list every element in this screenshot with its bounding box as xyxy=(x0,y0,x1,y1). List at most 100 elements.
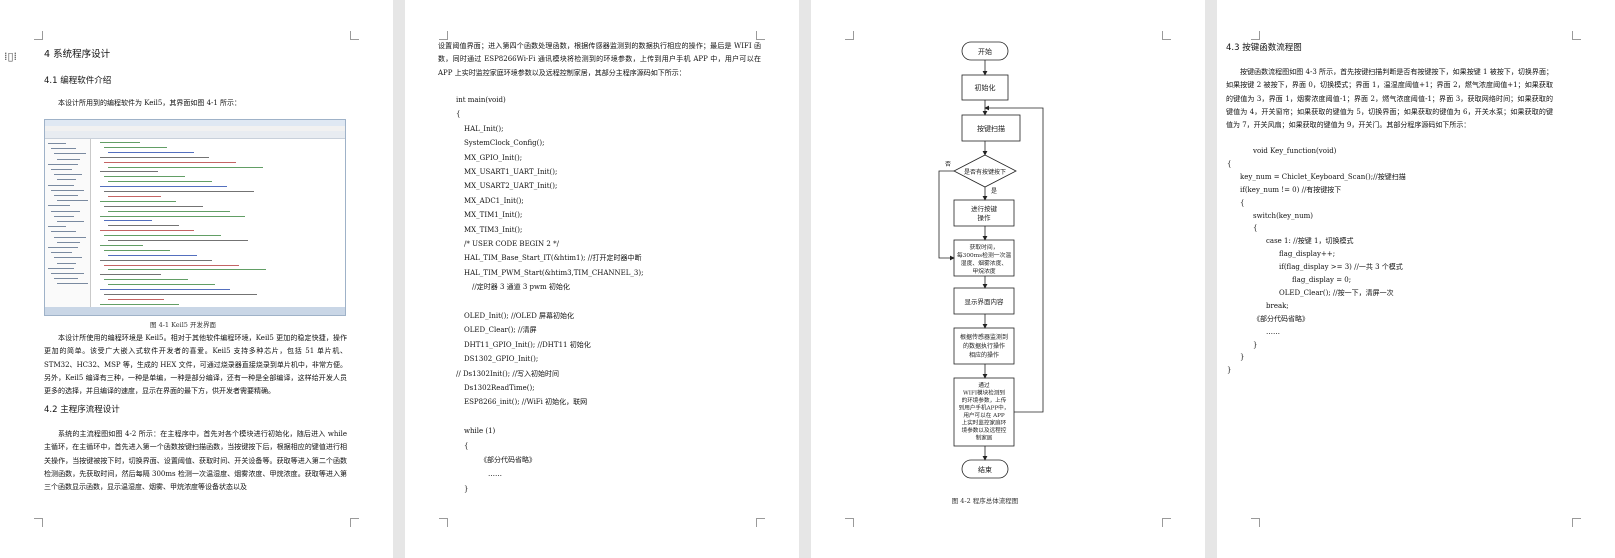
keil5-screenshot xyxy=(44,119,346,316)
handle-box xyxy=(953,327,1015,365)
code-editor-line xyxy=(108,240,248,241)
chapter-heading: 4 系统程序设计 xyxy=(44,49,111,60)
project-tree-line xyxy=(57,283,88,285)
flow-detect-line3: 湿度、烟雾浓度、 xyxy=(961,259,1007,267)
code-line: void Key_function(void) xyxy=(1253,147,1337,155)
flow-wifi-line3: 的环境参数，上传 xyxy=(962,396,1007,404)
code-editor-line xyxy=(108,254,197,256)
project-tree-line xyxy=(48,143,66,144)
figure-caption-4-1: 图 4-1 Keil5 开发界面 xyxy=(150,321,216,329)
project-tree-line xyxy=(54,278,78,280)
project-tree-line xyxy=(51,169,72,170)
code-editor-line xyxy=(104,176,185,178)
code-editor-line xyxy=(108,298,164,300)
code-line: MX_TIM3_Init(); xyxy=(464,225,523,234)
project-tree-line xyxy=(54,257,82,259)
section-heading-key: 4.3 按键函数流程图 xyxy=(1226,43,1302,53)
flow-handle-line1: 根据传感器监测到 xyxy=(960,333,1008,341)
project-tree-line xyxy=(51,273,84,274)
code-line: OLED_Clear(); //按一下，清屏一次 xyxy=(1279,288,1394,297)
project-tree-line xyxy=(54,215,74,217)
project-tree-line xyxy=(57,200,88,202)
flow-start-label: 开始 xyxy=(978,47,992,56)
flow-end-label: 结束 xyxy=(978,465,992,474)
code-editor-line xyxy=(100,215,245,217)
crop-mark xyxy=(439,31,448,40)
project-tree-panel xyxy=(45,139,91,307)
code-editor-line xyxy=(104,235,221,237)
project-tree-line xyxy=(57,241,80,243)
code-editor-line xyxy=(104,220,152,222)
project-tree-line xyxy=(54,174,82,176)
crop-mark xyxy=(1162,31,1171,40)
flow-paragraph: 系统的主流程图如图 4-2 所示：在主程序中，首先对各个模块进行初始化，随后进入… xyxy=(44,430,347,492)
code-editor-line xyxy=(104,279,188,281)
key-function-paragraph: 按键函数流程图如图 4-3 所示，首先按键扫描判断是否有按键按下，如果按键 1 … xyxy=(1226,68,1553,130)
code-line: 《部分代码省略》 xyxy=(480,456,536,464)
flow-wifi-line6: 上实时监控家庭环 xyxy=(962,419,1007,427)
code-editor-line xyxy=(100,171,158,173)
code-line: key_num = Chiclet_Keyboard_Scan();//按键扫描 xyxy=(1240,172,1406,181)
project-tree-line xyxy=(48,267,74,269)
crop-mark xyxy=(1251,31,1260,40)
project-tree-line xyxy=(54,153,86,155)
code-line: } xyxy=(1253,340,1258,349)
crop-mark xyxy=(845,31,854,40)
flow-decision-label: 是否有按键按下 xyxy=(964,168,1006,176)
section-heading-flow: 4.2 主程序流程设计 xyxy=(44,405,120,415)
crop-mark xyxy=(439,518,448,527)
page-navigation-icon[interactable]: ⁞▯⁞ xyxy=(4,50,18,63)
code-line: MX_USART2_UART_Init(); xyxy=(464,182,558,191)
code-line: break; xyxy=(1266,301,1289,310)
code-editor-line xyxy=(100,200,176,202)
flow-detect-line1: 获取时间， xyxy=(970,243,999,251)
section-heading-software: 4.1 编程软件介绍 xyxy=(44,76,112,86)
intro-text: 本设计所用到的编程软件为 Keil5，其界面如图 4-1 所示： xyxy=(58,99,242,107)
code-editor-panel xyxy=(92,139,345,307)
code-line: HAL_TIM_Base_Start_IT(&htim1); //打开定时器中断 xyxy=(464,254,642,263)
flow-display-label: 显示界面内容 xyxy=(965,297,1005,306)
code-line: …… xyxy=(1266,327,1280,336)
code-editor-line xyxy=(100,142,140,143)
code-editor-line xyxy=(100,156,209,158)
code-line: { xyxy=(1240,198,1245,207)
crop-mark xyxy=(1251,518,1260,527)
flow-no-label: 否 xyxy=(945,161,951,168)
code-editor-line xyxy=(104,264,239,266)
code-editor-line xyxy=(100,303,179,305)
flow-wifi-line7: 境参数以及远程控 xyxy=(962,426,1007,434)
flow-wifi-line8: 制家居 xyxy=(976,434,993,442)
code-line: } xyxy=(1240,353,1245,362)
project-tree-line xyxy=(51,148,76,150)
code-line: MX_GPIO_Init(); xyxy=(464,153,523,162)
project-tree-line xyxy=(51,252,72,254)
flow-wifi-line5: 用户可以在 APP xyxy=(963,411,1005,419)
code-line: } xyxy=(464,484,469,493)
code-line: { xyxy=(1227,159,1232,168)
code-line: } xyxy=(1227,366,1232,375)
project-tree-line xyxy=(48,163,78,165)
keil-paragraph: 本设计所使用的编程环境是 Keil5。相对于其他软件编程环境，Keil5 更加的… xyxy=(44,334,347,396)
project-tree-line xyxy=(54,195,78,196)
code-editor-line xyxy=(108,166,263,168)
project-tree-line xyxy=(48,205,70,207)
program-flowchart: 开始 初始化 按键扫描 是否有按键按下 否 是 进行按键 操作 获取时间， 每3… xyxy=(938,41,1044,505)
code-line: //定时器 3 通道 3 pwm 初始化 xyxy=(472,283,570,292)
document-page-4: 4.3 按键函数流程图 按键函数流程图如图 4-3 所示，首先按键扫描判断是否有… xyxy=(1217,0,1615,558)
flow-wifi-line1: 通过 xyxy=(978,381,990,389)
project-tree-line xyxy=(48,226,66,228)
crop-mark xyxy=(34,31,43,40)
flow-init-label: 初始化 xyxy=(975,83,996,92)
flow-yes-label: 是 xyxy=(991,188,997,195)
crop-mark xyxy=(845,518,854,527)
document-page-2: 设置阈值界面；进入第四个函数处理函数，根据传感器监测到的数据执行相应的操作；最后… xyxy=(405,0,799,558)
code-editor-line xyxy=(108,269,266,271)
code-line: MX_TIM1_Init(); xyxy=(464,211,523,220)
project-tree-line xyxy=(48,184,74,186)
project-tree-line xyxy=(51,210,80,212)
flow-key-action-line2: 操作 xyxy=(978,213,992,222)
code-line: DHT11_GPIO_Init(); //DHT11 初始化 xyxy=(464,340,591,349)
code-line: ESP8266_init(); //WiFi 初始化，联网 xyxy=(464,398,588,407)
flow-key-action-line1: 进行按键 xyxy=(971,204,998,213)
code-line: if(key_num != 0) //有按键按下 xyxy=(1240,185,1342,194)
